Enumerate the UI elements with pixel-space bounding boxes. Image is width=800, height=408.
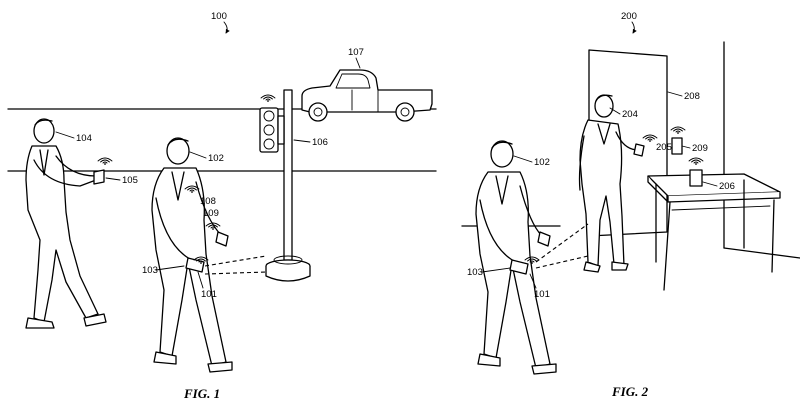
leader-102	[189, 151, 207, 159]
label-204: 204	[622, 109, 638, 120]
link-fig2-upper	[535, 223, 589, 263]
label-206: 206	[719, 181, 735, 192]
traffic-signal-wireless-icon	[260, 94, 276, 103]
label-107: 107	[348, 47, 364, 58]
floor-line-right	[723, 247, 800, 259]
label-101: 101	[201, 289, 217, 300]
leader-204	[609, 107, 621, 115]
figure-2: 200 208 209 206	[461, 11, 800, 399]
leader-209	[681, 145, 691, 149]
leader-107	[355, 57, 361, 69]
leader-105	[105, 177, 121, 181]
leader-103	[155, 265, 185, 271]
person-204	[578, 94, 645, 273]
person-204-wireless-icon	[642, 134, 658, 143]
leader-103-fig2	[481, 267, 511, 273]
label-208: 208	[684, 91, 700, 102]
label-103-fig2: 103	[467, 267, 483, 278]
figure-1-ref-number: 100	[211, 11, 227, 22]
table	[647, 157, 781, 291]
label-102: 102	[208, 153, 224, 164]
wall-device-wireless-icon	[670, 126, 686, 135]
leader-106	[293, 139, 311, 143]
label-209: 209	[692, 143, 708, 154]
figure-2-ref-arrow	[631, 21, 637, 34]
person-102-fig2	[475, 140, 557, 375]
figure-1-caption: FIG. 1	[183, 386, 220, 401]
label-104: 104	[76, 133, 92, 144]
wall-device	[671, 137, 683, 155]
pickup-truck	[301, 69, 433, 122]
leader-102-fig2	[513, 155, 533, 163]
label-102-fig2: 102	[534, 157, 550, 168]
figure-1-ref-arrow	[223, 21, 230, 34]
figure-2-caption: FIG. 2	[611, 384, 649, 399]
label-103: 103	[142, 265, 158, 276]
label-106: 106	[312, 137, 328, 148]
figure-2-ref-number: 200	[621, 11, 637, 22]
phone-wireless-icon	[97, 157, 113, 166]
label-108: 108	[200, 196, 216, 207]
figure-1: 100 107 106	[7, 11, 437, 401]
label-109: 109	[203, 208, 219, 219]
link-to-signal-lower	[204, 271, 267, 275]
traffic-signal	[259, 89, 311, 282]
leader-104	[55, 131, 75, 139]
leader-101-fig2	[529, 273, 537, 289]
leader-101	[197, 271, 204, 289]
person-104	[25, 118, 107, 329]
label-105: 105	[122, 175, 138, 186]
link-to-signal-upper	[204, 255, 267, 267]
label-205: 205	[656, 142, 672, 153]
table-device-wireless-icon	[688, 157, 704, 166]
label-101-fig2: 101	[534, 289, 550, 300]
leader-206	[702, 181, 718, 187]
person-102	[151, 137, 233, 373]
leader-208	[667, 91, 683, 97]
link-fig2-lower	[535, 255, 589, 269]
